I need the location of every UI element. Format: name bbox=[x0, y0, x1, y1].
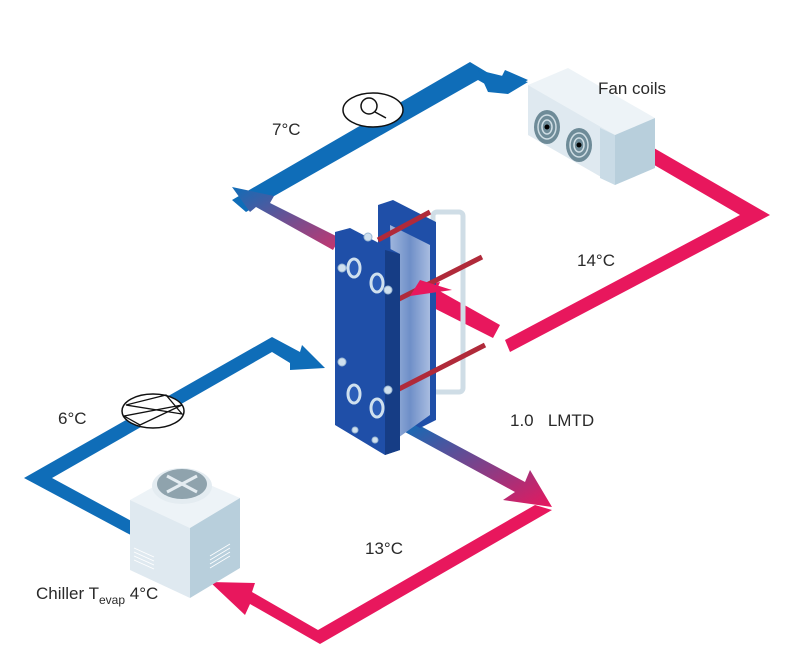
supply-pipe-top bbox=[232, 62, 528, 212]
exchanger-outlet-arrow-bottom bbox=[405, 422, 552, 507]
return-top-temp-label: 14°C bbox=[577, 251, 615, 270]
chiller-temp: 4°C bbox=[129, 584, 159, 603]
fan-icon bbox=[566, 128, 592, 162]
lmtd-value: 1.0 bbox=[510, 411, 534, 430]
chiller-subscript: evap bbox=[98, 593, 126, 607]
supply-top-temp-label: 7°C bbox=[272, 120, 301, 139]
return-pipe-bottom bbox=[210, 505, 552, 644]
flow-meter-icon bbox=[342, 92, 404, 128]
supply-pipe-bottom bbox=[24, 337, 325, 540]
return-bottom-temp-label: 13°C bbox=[365, 539, 403, 558]
plate-heat-exchanger bbox=[335, 200, 487, 455]
valve-icon bbox=[121, 393, 185, 429]
fan-coils-label: Fan coils bbox=[598, 79, 667, 98]
chiller-prefix: Chiller T bbox=[36, 584, 99, 603]
chiller-unit bbox=[130, 468, 240, 598]
lmtd-label: 1.0 LMTD bbox=[510, 411, 594, 431]
fan-icon bbox=[534, 110, 560, 144]
chiller-label: Chiller Tevap 4°C bbox=[36, 584, 158, 607]
chiller-fan-icon bbox=[152, 468, 212, 504]
lmtd-unit: LMTD bbox=[547, 411, 595, 430]
fan-coil-unit bbox=[528, 68, 655, 185]
return-pipe-top bbox=[400, 140, 770, 352]
supply-bottom-temp-label: 6°C bbox=[58, 409, 87, 428]
exchanger-outlet-arrow-top bbox=[232, 187, 340, 250]
